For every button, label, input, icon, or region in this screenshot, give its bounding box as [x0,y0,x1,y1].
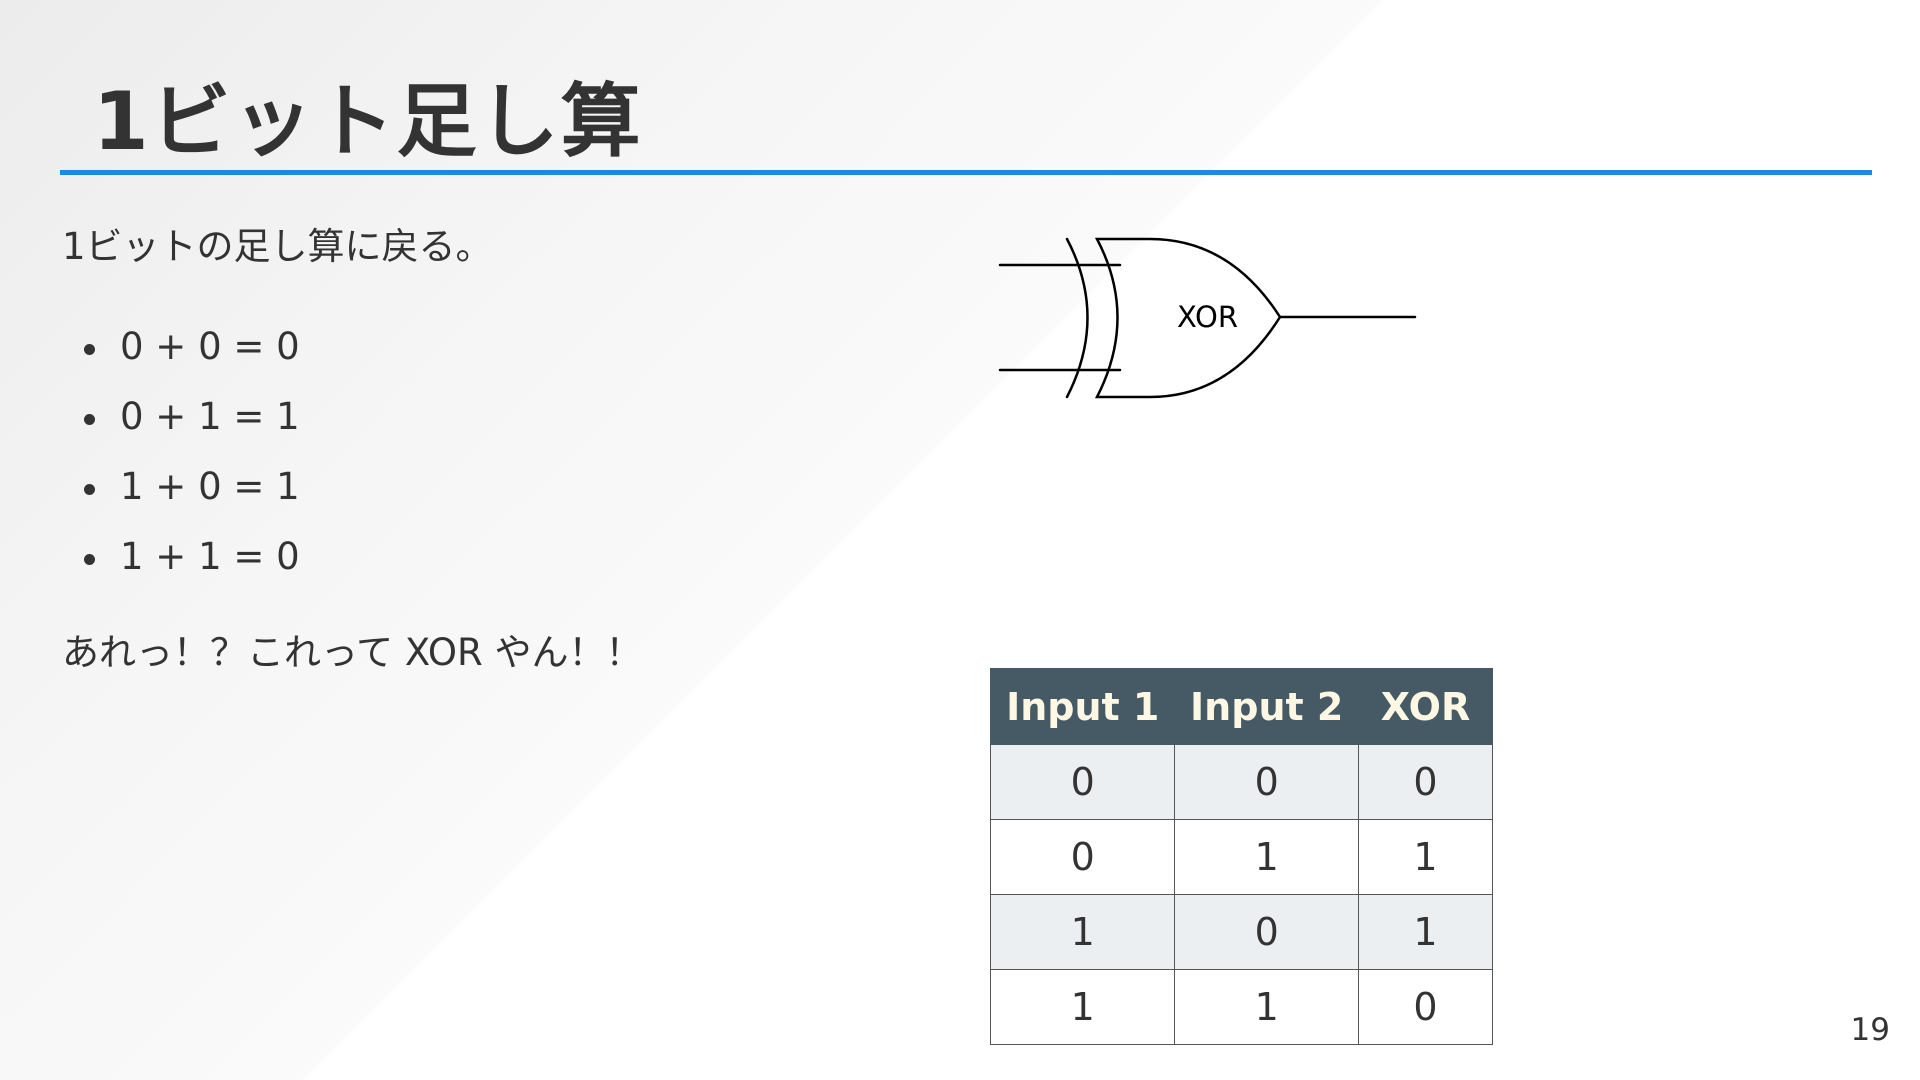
outro-text: あれっ！？これって XOR やん！！ [62,631,643,674]
table-header-row: Input 1 Input 2 XOR [989,668,1494,745]
table-cell: 1 [989,969,1176,1045]
table-row: 1 1 0 [989,969,1494,1045]
table-cell: 0 [1174,744,1359,820]
list-item: 0 + 1 = 1 [62,384,300,454]
column-header-xor: XOR [1357,668,1494,745]
column-header-input-1: Input 1 [989,668,1176,745]
table-cell: 1 [989,894,1176,970]
gate-body [1094,237,1282,399]
table-cell: 0 [1174,894,1359,970]
table-cell: 0 [1357,744,1494,820]
gate-extra-curve [1065,237,1089,399]
xor-gate-icon: XOR [998,237,1417,399]
page-number: 19 [1850,1012,1890,1048]
title-underline [60,170,1872,175]
gate-label: XOR [1177,300,1238,334]
table-cell: 0 [989,819,1176,895]
list-item: 1 + 0 = 1 [62,454,300,524]
intro-text: 1ビットの足し算に戻る。 [62,225,493,268]
slide-title: 1ビット足し算 [93,75,643,168]
truth-table: Input 1 Input 2 XOR 0 0 0 0 1 1 1 0 1 1 … [989,668,1494,1045]
table-cell: 1 [1357,819,1494,895]
table-row: 0 0 0 [989,744,1494,820]
sum-list: 0 + 0 = 0 0 + 1 = 1 1 + 0 = 1 1 + 1 = 0 [62,314,300,594]
table-cell: 1 [1174,969,1359,1045]
list-item: 1 + 1 = 0 [62,524,300,594]
table-row: 1 0 1 [989,894,1494,970]
column-header-input-2: Input 2 [1174,668,1359,745]
table-cell: 0 [1357,969,1494,1045]
table-cell: 0 [989,744,1176,820]
table-cell: 1 [1174,819,1359,895]
table-row: 0 1 1 [989,819,1494,895]
table-cell: 1 [1357,894,1494,970]
list-item: 0 + 0 = 0 [62,314,300,384]
